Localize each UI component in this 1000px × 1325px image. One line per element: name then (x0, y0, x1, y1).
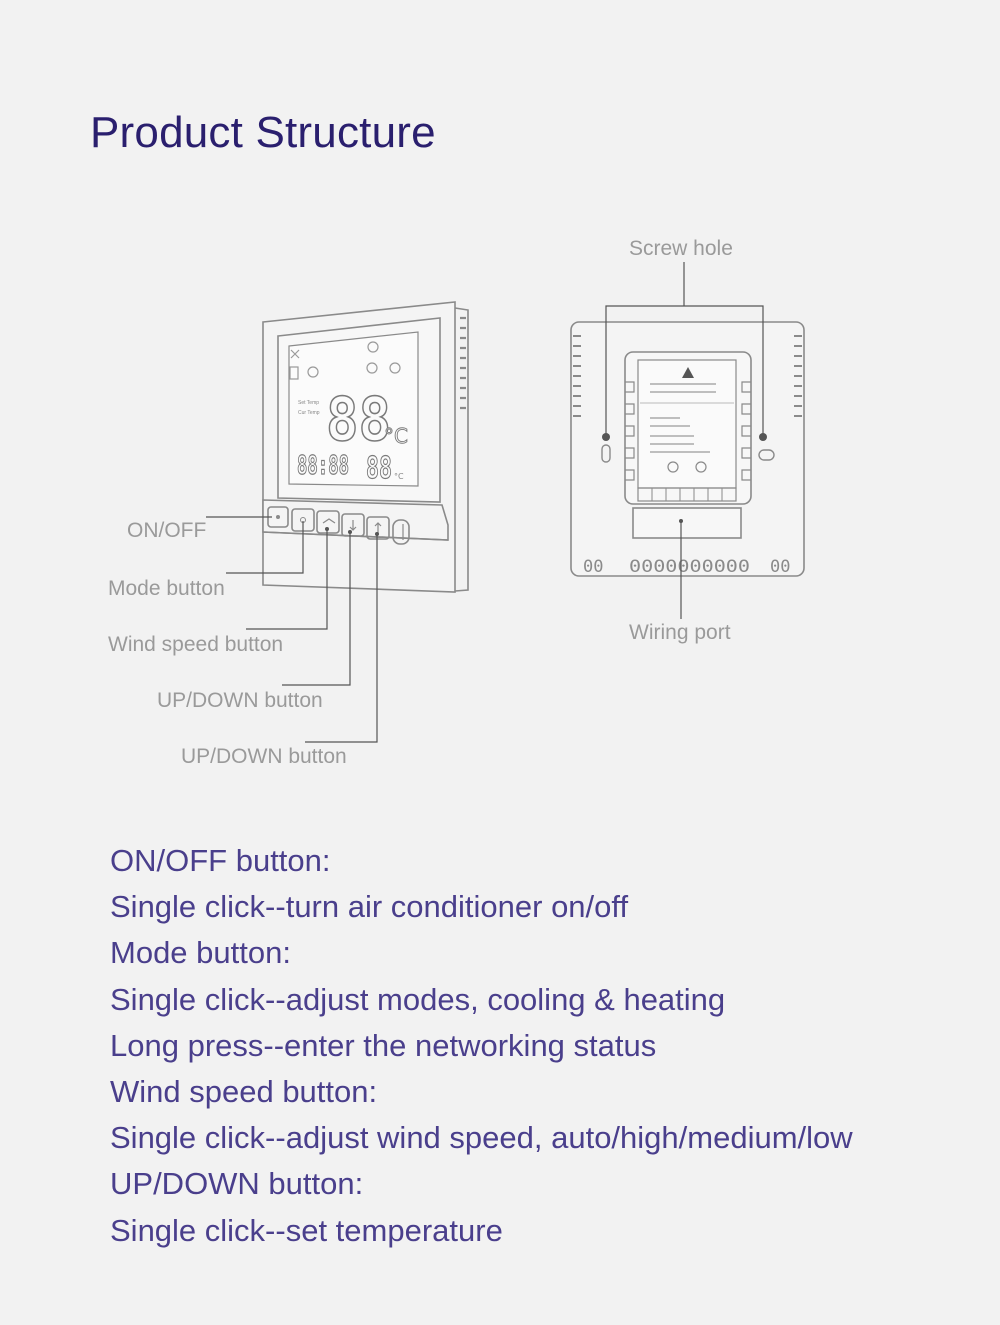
desc-line: Long press--enter the networking status (110, 1027, 657, 1063)
front-callout-dots (325, 527, 379, 536)
lcd-time: 88:88 (297, 451, 349, 481)
callout-up-down-button-1: UP/DOWN button (157, 689, 323, 712)
product-structure-diagram: Set Temp Cur Temp 88 °C 88:88 88 °C ON/O… (108, 237, 805, 768)
lcd-small-unit: °C (394, 472, 404, 481)
callout-mode-button: Mode button (108, 577, 225, 600)
lcd-label-cur-temp: Cur Temp (298, 410, 320, 416)
front-callout-lines (206, 516, 378, 743)
desc-line: Single click--set temperature (110, 1212, 503, 1248)
lcd-unit: °C (384, 424, 408, 448)
desc-line: Single click--adjust wind speed, auto/hi… (110, 1120, 853, 1156)
callout-screw-hole: Screw hole (629, 237, 733, 260)
callout-on-off: ON/OFF (127, 519, 206, 542)
back-panel (570, 321, 805, 577)
terminal-left: 00 (583, 557, 603, 577)
desc-line: Single click--turn air conditioner on/of… (110, 889, 629, 925)
up-key (366, 516, 390, 540)
desc-line: Single click--adjust modes, cooling & he… (110, 981, 726, 1017)
lcd-big-digits: 88 (326, 385, 391, 454)
callout-wind-speed-button: Wind speed button (108, 633, 283, 656)
terminal-center: 0000000000 (629, 557, 750, 577)
button-descriptions: ON/OFF button: Single click--turn air co… (110, 838, 853, 1254)
desc-line: UP/DOWN button: (110, 1166, 364, 1202)
front-panel (262, 301, 469, 593)
wind-speed-key (316, 510, 340, 534)
desc-line: Wind speed button: (110, 1074, 378, 1110)
down-key (341, 513, 365, 537)
terminal-right: 00 (770, 557, 790, 577)
back-callout-lines (605, 262, 764, 619)
page-title: Product Structure (90, 108, 436, 157)
lcd-small-digits: 88 (366, 451, 392, 486)
screw-hole-markers (602, 433, 767, 523)
desc-line: Mode button: (110, 935, 291, 971)
desc-line: ON/OFF button: (110, 843, 331, 878)
lcd-display: Set Temp Cur Temp 88 °C 88:88 88 °C (289, 341, 408, 487)
callout-wiring-port: Wiring port (629, 621, 731, 644)
callout-up-down-button-2: UP/DOWN button (181, 745, 347, 768)
lcd-label-set-temp: Set Temp (298, 400, 319, 406)
